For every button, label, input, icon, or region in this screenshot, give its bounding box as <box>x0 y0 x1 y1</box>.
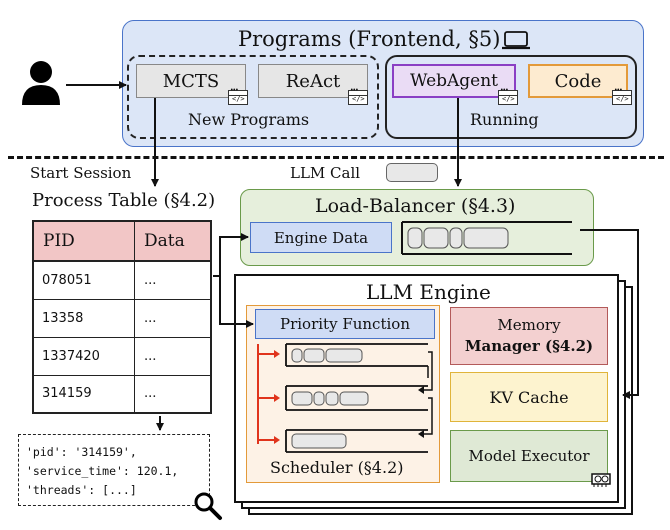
pid-header: PID <box>33 221 135 262</box>
code-program[interactable]: Code <box>528 64 628 98</box>
magnifier-icon <box>194 492 222 520</box>
kv-cache-box[interactable]: KV Cache <box>450 372 608 422</box>
engine-data-box[interactable]: Engine Data <box>250 222 392 253</box>
user-icon <box>22 61 60 105</box>
data-header: Data <box>134 221 211 262</box>
data-cell: ... <box>134 261 211 300</box>
new-programs-label: New Programs <box>188 110 310 129</box>
data-cell: ... <box>134 299 211 338</box>
scheduler-label: Scheduler (§4.2) <box>270 458 404 477</box>
code-window-icon: •••</> <box>228 88 248 105</box>
webagent-label: WebAgent <box>409 71 499 91</box>
process-table-title: Process Table (§4.2) <box>32 190 216 211</box>
llm-call-label: LLM Call <box>290 164 361 182</box>
kv-cache-label: KV Cache <box>489 387 569 407</box>
react-program[interactable]: ReAct <box>258 64 368 98</box>
pid-cell: 078051 <box>33 261 135 300</box>
json-line: 'service_time': 120.1, <box>26 464 179 478</box>
model-executor-box[interactable]: Model Executor <box>450 430 608 482</box>
pid-cell: 13358 <box>33 299 135 338</box>
new-programs-group <box>127 55 379 139</box>
data-cell: ... <box>144 386 157 402</box>
react-label: ReAct <box>285 70 341 92</box>
code-window-icon: •••</> <box>612 88 632 105</box>
laptop-icon <box>502 31 530 50</box>
scheduler-queues <box>257 343 433 453</box>
code-label: Code <box>554 70 602 92</box>
mcts-program[interactable]: MCTS <box>136 64 246 98</box>
process-json-popup: 'pid': '314159', 'service_time': 120.1, … <box>18 434 210 506</box>
start-session-label: Start Session <box>30 164 132 182</box>
gpu-icon <box>591 473 611 487</box>
priority-function-box[interactable]: Priority Function <box>255 309 435 339</box>
frontend-backend-separator <box>8 156 664 159</box>
memory-manager-label-line1: Memory <box>497 316 561 334</box>
model-executor-label: Model Executor <box>468 447 590 465</box>
mcts-label: MCTS <box>162 70 220 92</box>
llm-call-token-icon <box>386 163 438 182</box>
code-window-icon: •••</> <box>348 88 368 105</box>
load-balancer-queue <box>401 221 572 255</box>
code-window-icon: •••</> <box>498 88 518 105</box>
memory-manager-label-line2: Manager (§4.2) <box>464 337 594 355</box>
data-cell: ... <box>134 337 211 376</box>
process-table: PID Data 078051 ... 13358 ... 1337420 ..… <box>32 220 212 414</box>
pid-cell: 314159 <box>33 375 135 413</box>
llm-engine-title: LLM Engine <box>366 280 491 304</box>
load-balancer-title: Load-Balancer (§4.3) <box>315 195 516 217</box>
running-group <box>385 55 637 139</box>
priority-function-label: Priority Function <box>280 315 410 333</box>
pid-cell: 1337420 <box>33 337 135 376</box>
json-line: 'pid': '314159', <box>26 445 137 459</box>
frontend-title: Programs (Frontend, §5) <box>238 27 501 51</box>
memory-manager-box[interactable]: Memory Manager (§4.2) <box>450 307 608 365</box>
engine-data-label: Engine Data <box>273 228 369 247</box>
webagent-program[interactable]: WebAgent <box>392 64 516 98</box>
running-label: Running <box>470 110 539 129</box>
json-line: 'threads': [...] <box>26 483 137 497</box>
